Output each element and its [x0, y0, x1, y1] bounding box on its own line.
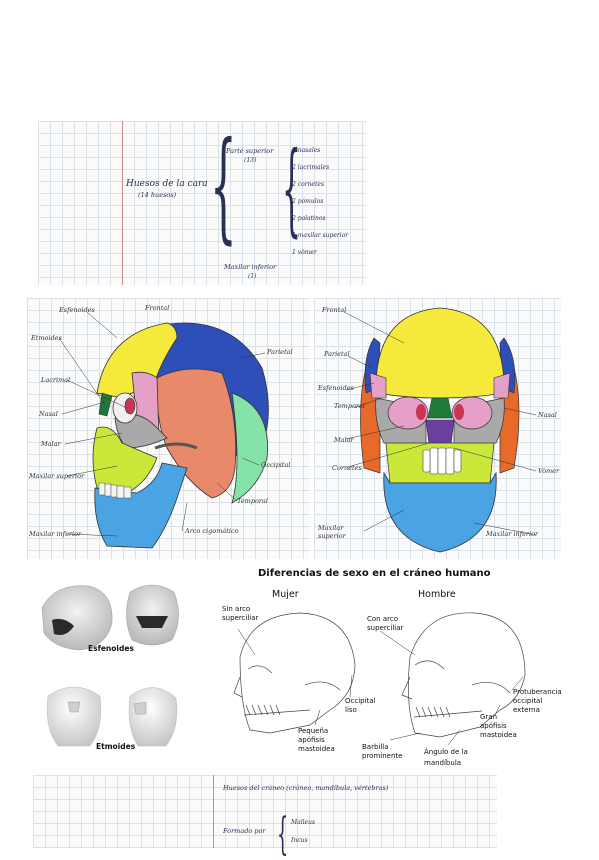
notes-top-main-label: Huesos de la cara [126, 179, 208, 189]
lateral-label-arco: Arco cigomático [185, 527, 239, 535]
frontal-label-cornetes: Cornetes [332, 464, 362, 472]
skull-lateral-drawing [58, 311, 269, 549]
bones3d-sphenoid-highlight-side [52, 618, 74, 635]
lateral-temporal-bone [156, 368, 237, 499]
notes-top-brace-main: { [210, 117, 237, 256]
lateral-label-maxilar-superior: Maxilar superior [29, 472, 85, 480]
frontal-label-maxilar-superior: Maxilar superior [318, 524, 346, 540]
skull-lateral-panel: Esfenoides Frontal Etmoides Parietal Lac… [27, 298, 310, 559]
notes-top-group-upper-count: (13) [244, 157, 257, 164]
frontal-label-esfenoides: Esfenoides [318, 384, 354, 392]
notes-top-brace-items: { [282, 130, 302, 247]
sexdiff-female-skull [233, 612, 356, 734]
notes-top-group-lower-count: (1) [248, 273, 257, 280]
bones3d-ethmoid-highlight-side [133, 701, 147, 715]
lateral-nasal-bone [98, 392, 113, 417]
notes-bottom-item1: Malleus [291, 819, 316, 826]
lateral-label-nasal: Nasal [39, 410, 58, 418]
frontal-lacrimal-right [454, 404, 464, 420]
sexdiff-male-heading: Hombre [418, 589, 456, 600]
lateral-label-parietal: Parietal [267, 348, 293, 356]
notes-bottom-panel: Huesos del cráneo (cráneo, mandíbula, vé… [33, 775, 497, 857]
notes-top-item: 2 pómulos [292, 198, 324, 205]
notes-bottom-line2: Formado por [223, 827, 266, 835]
frontal-frontal-bone [375, 307, 505, 399]
frontal-label-vomer: Vómer [538, 467, 560, 475]
lateral-label-esfenoides: Esfenoides [59, 306, 95, 314]
frontal-orbit-left [387, 396, 429, 430]
notes-bottom-margin-line [213, 775, 214, 848]
sexdiff-drawing [233, 612, 526, 746]
lateral-label-etmoides: Etmoides [31, 334, 62, 342]
notes-top-margin-line [122, 121, 123, 285]
sexdiff-label-occipital-liso: Occipital liso [345, 697, 376, 714]
sexdiff-female-heading: Mujer [272, 589, 299, 600]
notes-top-item: 2 palatinos [292, 215, 326, 222]
notes-top-group-lower: Maxilar inferior [224, 263, 277, 271]
notes-top-main-sub: (14 huesos) [138, 191, 177, 199]
sexdiff-label-protuberancia: Protuberancia occipital externa [513, 688, 562, 714]
frontal-orbit-right [451, 396, 493, 430]
notes-bottom-brace: { [277, 809, 289, 860]
bones3d-ethmoid-highlight-front [67, 701, 81, 713]
notes-top-item: 2 lacrimales [292, 164, 330, 171]
frontal-mandible-bone [383, 471, 497, 553]
skull-frontal-drawing [343, 307, 537, 553]
bones3d-drawing [41, 584, 179, 747]
notes-bottom-item2: Incus [291, 837, 308, 844]
frontal-lacrimal-left [416, 404, 426, 420]
bones3d-head-front [46, 686, 102, 747]
bones3d-label-etmoides: Etmoides [96, 742, 136, 751]
sexdiff-leader-lines [237, 628, 524, 746]
lateral-label-lacrimal: Lacrimal [41, 376, 71, 384]
notes-top-item: 2 nasales [292, 147, 321, 154]
lateral-occipital-bone [231, 392, 268, 504]
bones3d-skull-front [126, 584, 179, 646]
frontal-label-frontal: Frontal [322, 306, 347, 314]
notes-top-group-upper: Parte superior [226, 147, 274, 155]
frontal-sphenoid-right [493, 372, 511, 399]
sexdiff-label-angulo: Ángulo de la mandíbula [424, 748, 468, 767]
bones3d-panel: Esfenoides Etmoides [34, 578, 194, 758]
notes-top-item: 1 vómer [292, 249, 317, 256]
sexdiff-label-con-arco: Con arco superciliar [367, 615, 404, 632]
frontal-label-parietal: Parietal [324, 350, 350, 358]
lateral-lacrimal-bone [124, 397, 136, 415]
frontal-sphenoid-left [369, 372, 387, 399]
frontal-label-malar: Malar [334, 436, 354, 444]
sexdiff-title: Diferencias de sexo en el cráneo humano [258, 568, 491, 579]
sexdiff-panel: Diferencias de sexo en el cráneo humano … [210, 565, 580, 770]
sexdiff-label-pequena: Pequeña apófisis mastoidea [298, 727, 335, 753]
sexdiff-male-skull [401, 612, 526, 738]
notes-top-item: 2 cornetes [292, 181, 325, 188]
notes-top-panel: Huesos de la cara (14 huesos) { Parte su… [38, 121, 366, 285]
sexdiff-label-barbilla: Barbilla prominente [362, 743, 403, 760]
sexdiff-label-sin-arco: Sin arco superciliar [222, 605, 259, 622]
frontal-label-temporal: Temporal [334, 402, 365, 410]
frontal-nasal-bone [427, 397, 453, 419]
frontal-leader-lines [343, 311, 537, 536]
bones3d-label-esfenoides: Esfenoides [88, 644, 134, 653]
lateral-teeth [98, 482, 132, 499]
lateral-label-frontal: Frontal [145, 304, 170, 312]
lateral-label-malar: Malar [41, 440, 61, 448]
bones3d-head-side [128, 687, 178, 747]
frontal-teeth [422, 447, 462, 475]
lateral-leader-lines [58, 311, 266, 537]
lateral-zygomatic-arch [154, 442, 198, 450]
notes-top-items: 2 nasales 2 lacrimales 2 cornetes 2 pómu… [292, 147, 348, 266]
notes-bottom-line1: Huesos del cráneo (cráneo, mandíbula, vé… [223, 784, 389, 792]
lateral-mandible-bone [94, 462, 188, 549]
skull-frontal-panel: Frontal Parietal Esfenoides Temporal Nas… [314, 298, 561, 559]
lateral-maxilla-bone [92, 426, 158, 494]
lateral-label-maxilar-inferior: Maxilar inferior [29, 530, 82, 538]
lateral-label-temporal: Temporal [237, 497, 268, 505]
frontal-label-maxilar-inferior: Maxilar inferior [486, 530, 539, 538]
sexdiff-label-gran: Gran apófisis mastoidea [480, 713, 517, 739]
frontal-label-nasal: Nasal [538, 411, 557, 419]
lateral-label-occipital: Occipital [261, 461, 291, 469]
notes-top-item: 1 maxilar superior [292, 232, 349, 239]
bones3d-skull-side [41, 585, 113, 651]
bones3d-sphenoid-highlight-front [136, 616, 168, 628]
